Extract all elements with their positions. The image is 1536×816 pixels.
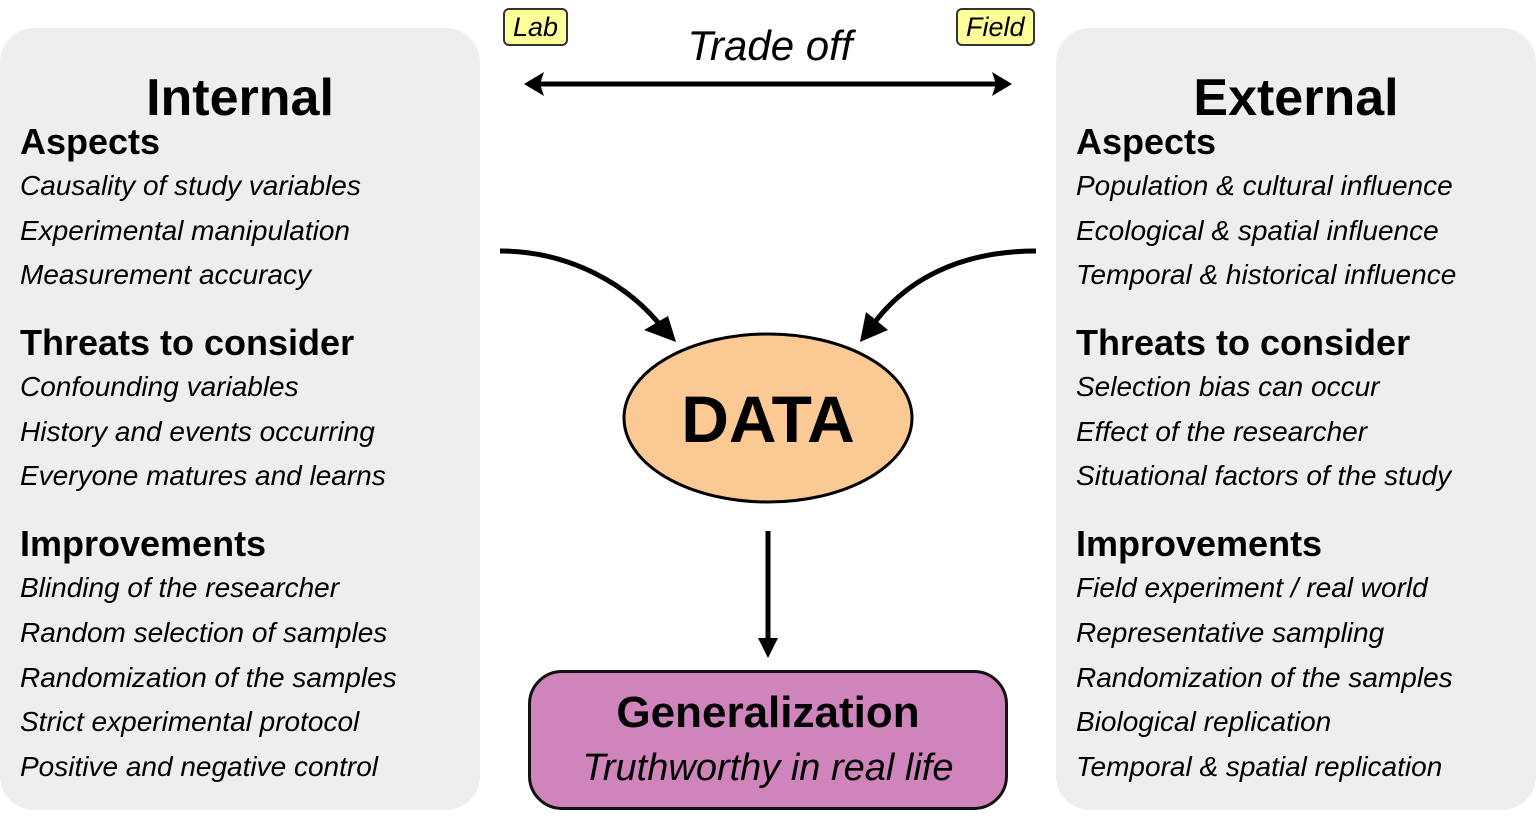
generalization-box: Generalization Truthworthy in real life <box>528 670 1008 810</box>
external-aspects-heading: Aspects <box>1076 121 1217 162</box>
data-ellipse <box>622 332 914 504</box>
external-improvement-item: Biological replication <box>1076 706 1332 737</box>
internal-arrowhead-icon <box>644 316 676 342</box>
internal-threat-item: Confounding variables <box>20 371 299 402</box>
external-threats-heading: Threats to consider <box>1076 322 1411 363</box>
external-improvement-item: Temporal & spatial replication <box>1076 751 1443 782</box>
external-improvements-heading: Improvements <box>1076 523 1323 564</box>
external-improvement-item: Representative sampling <box>1076 617 1385 648</box>
internal-improvement-item: Positive and negative control <box>20 751 378 782</box>
internal-aspect-item: Experimental manipulation <box>20 215 350 246</box>
internal-improvement-item: Random selection of samples <box>20 617 388 648</box>
generalization-title: Generalization <box>616 688 920 737</box>
down-arrowhead-icon <box>758 638 778 658</box>
internal-improvement-item: Randomization of the samples <box>20 662 397 693</box>
internal-improvements-heading: Improvements <box>20 523 267 564</box>
external-threat-item: Effect of the researcher <box>1076 416 1368 447</box>
external-improvement-item: Randomization of the samples <box>1076 662 1453 693</box>
internal-improvement-item: Strict experimental protocol <box>20 706 360 737</box>
internal-improvement-item: Blinding of the researcher <box>20 572 340 603</box>
external-title: External <box>1193 69 1399 127</box>
lab-tag: Lab <box>503 8 569 46</box>
internal-title: Internal <box>146 69 334 127</box>
external-improvement-item: Field experiment / real world <box>1076 572 1428 603</box>
internal-aspect-item: Measurement accuracy <box>20 259 312 290</box>
tradeoff-arrowhead-left-icon <box>524 72 544 96</box>
external-aspect-item: Ecological & spatial influence <box>1076 215 1439 246</box>
internal-validity-panel: Internal Aspects Causality of study vari… <box>0 28 480 810</box>
tradeoff-arrowhead-right-icon <box>992 72 1012 96</box>
internal-to-data-arrow <box>499 248 666 332</box>
field-tag: Field <box>956 8 1035 46</box>
external-threat-item: Situational factors of the study <box>1076 460 1452 491</box>
internal-threat-item: Everyone matures and learns <box>20 460 386 491</box>
generalization-subtitle: Truthworthy in real life <box>582 747 954 789</box>
external-aspect-item: Population & cultural influence <box>1076 170 1453 201</box>
external-to-data-arrow <box>869 248 1037 328</box>
internal-threats-heading: Threats to consider <box>20 322 355 363</box>
internal-threat-item: History and events occurring <box>20 416 375 447</box>
external-arrowhead-icon <box>860 312 888 342</box>
external-aspect-item: Temporal & historical influence <box>1076 259 1457 290</box>
internal-aspect-item: Causality of study variables <box>20 170 361 201</box>
data-label: DATA <box>681 382 855 456</box>
internal-aspects-heading: Aspects <box>20 121 161 162</box>
tradeoff-label: Trade off <box>687 22 853 69</box>
external-threat-item: Selection bias can occur <box>1076 371 1380 402</box>
external-validity-panel: External Aspects Population & cultural i… <box>1056 28 1536 810</box>
